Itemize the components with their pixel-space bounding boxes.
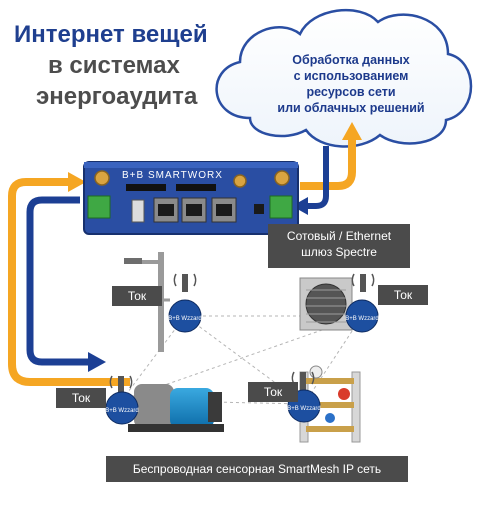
blue-downlink-arrow <box>26 196 106 372</box>
title-line-3: энергоаудита <box>36 83 198 110</box>
current-label-top-left: Ток <box>112 286 162 306</box>
sensor-brand-top-left: B+B Wzzard <box>168 316 202 322</box>
fan-unit <box>299 277 353 331</box>
gateway-brand-label: B+B SMARTWORX <box>122 170 223 181</box>
current-label-bottom-left: Ток <box>56 388 106 408</box>
cloud-caption-line: Обработка данных <box>292 53 410 67</box>
gateway-label-line: шлюз Spectre <box>301 245 377 259</box>
cloud-shape <box>215 8 473 148</box>
title-line-1: Интернет вещей <box>14 21 208 48</box>
gateway-label: Сотовый / Ethernet шлюз Spectre <box>268 224 410 268</box>
sensor-node-top-right <box>345 273 379 333</box>
cloud-caption-line: с использованием <box>293 69 409 83</box>
cloud-caption-line: или облачных решений <box>277 101 425 115</box>
sensor-brand-bottom-left: B+B Wzzard <box>105 408 139 414</box>
water-pump <box>128 384 224 432</box>
gateway-label-line: Сотовый / Ethernet <box>286 229 392 243</box>
mesh-network-label: Беспроводная сенсорная SmartMesh IP сеть <box>106 456 408 482</box>
cloud-caption: Обработка данных с использованием ресурс… <box>262 52 440 116</box>
gateway-device <box>83 161 299 235</box>
cloud-caption-line: ресурсов сети <box>306 85 396 99</box>
orange-cloud-arrow <box>300 122 362 190</box>
sensor-node-top-left <box>168 273 202 333</box>
sensor-node-bottom-left <box>105 375 139 425</box>
current-label-top-right: Ток <box>378 285 428 305</box>
blue-cloud-arrow <box>292 146 329 215</box>
orange-uplink-arrow <box>7 172 130 386</box>
title-line-2: в системах <box>48 52 180 79</box>
sensor-brand-top-right: B+B Wzzard <box>345 316 379 322</box>
sensor-brand-bottom-right: B+B Wzzard <box>287 406 321 412</box>
current-label-bottom-right: Ток <box>248 382 298 402</box>
